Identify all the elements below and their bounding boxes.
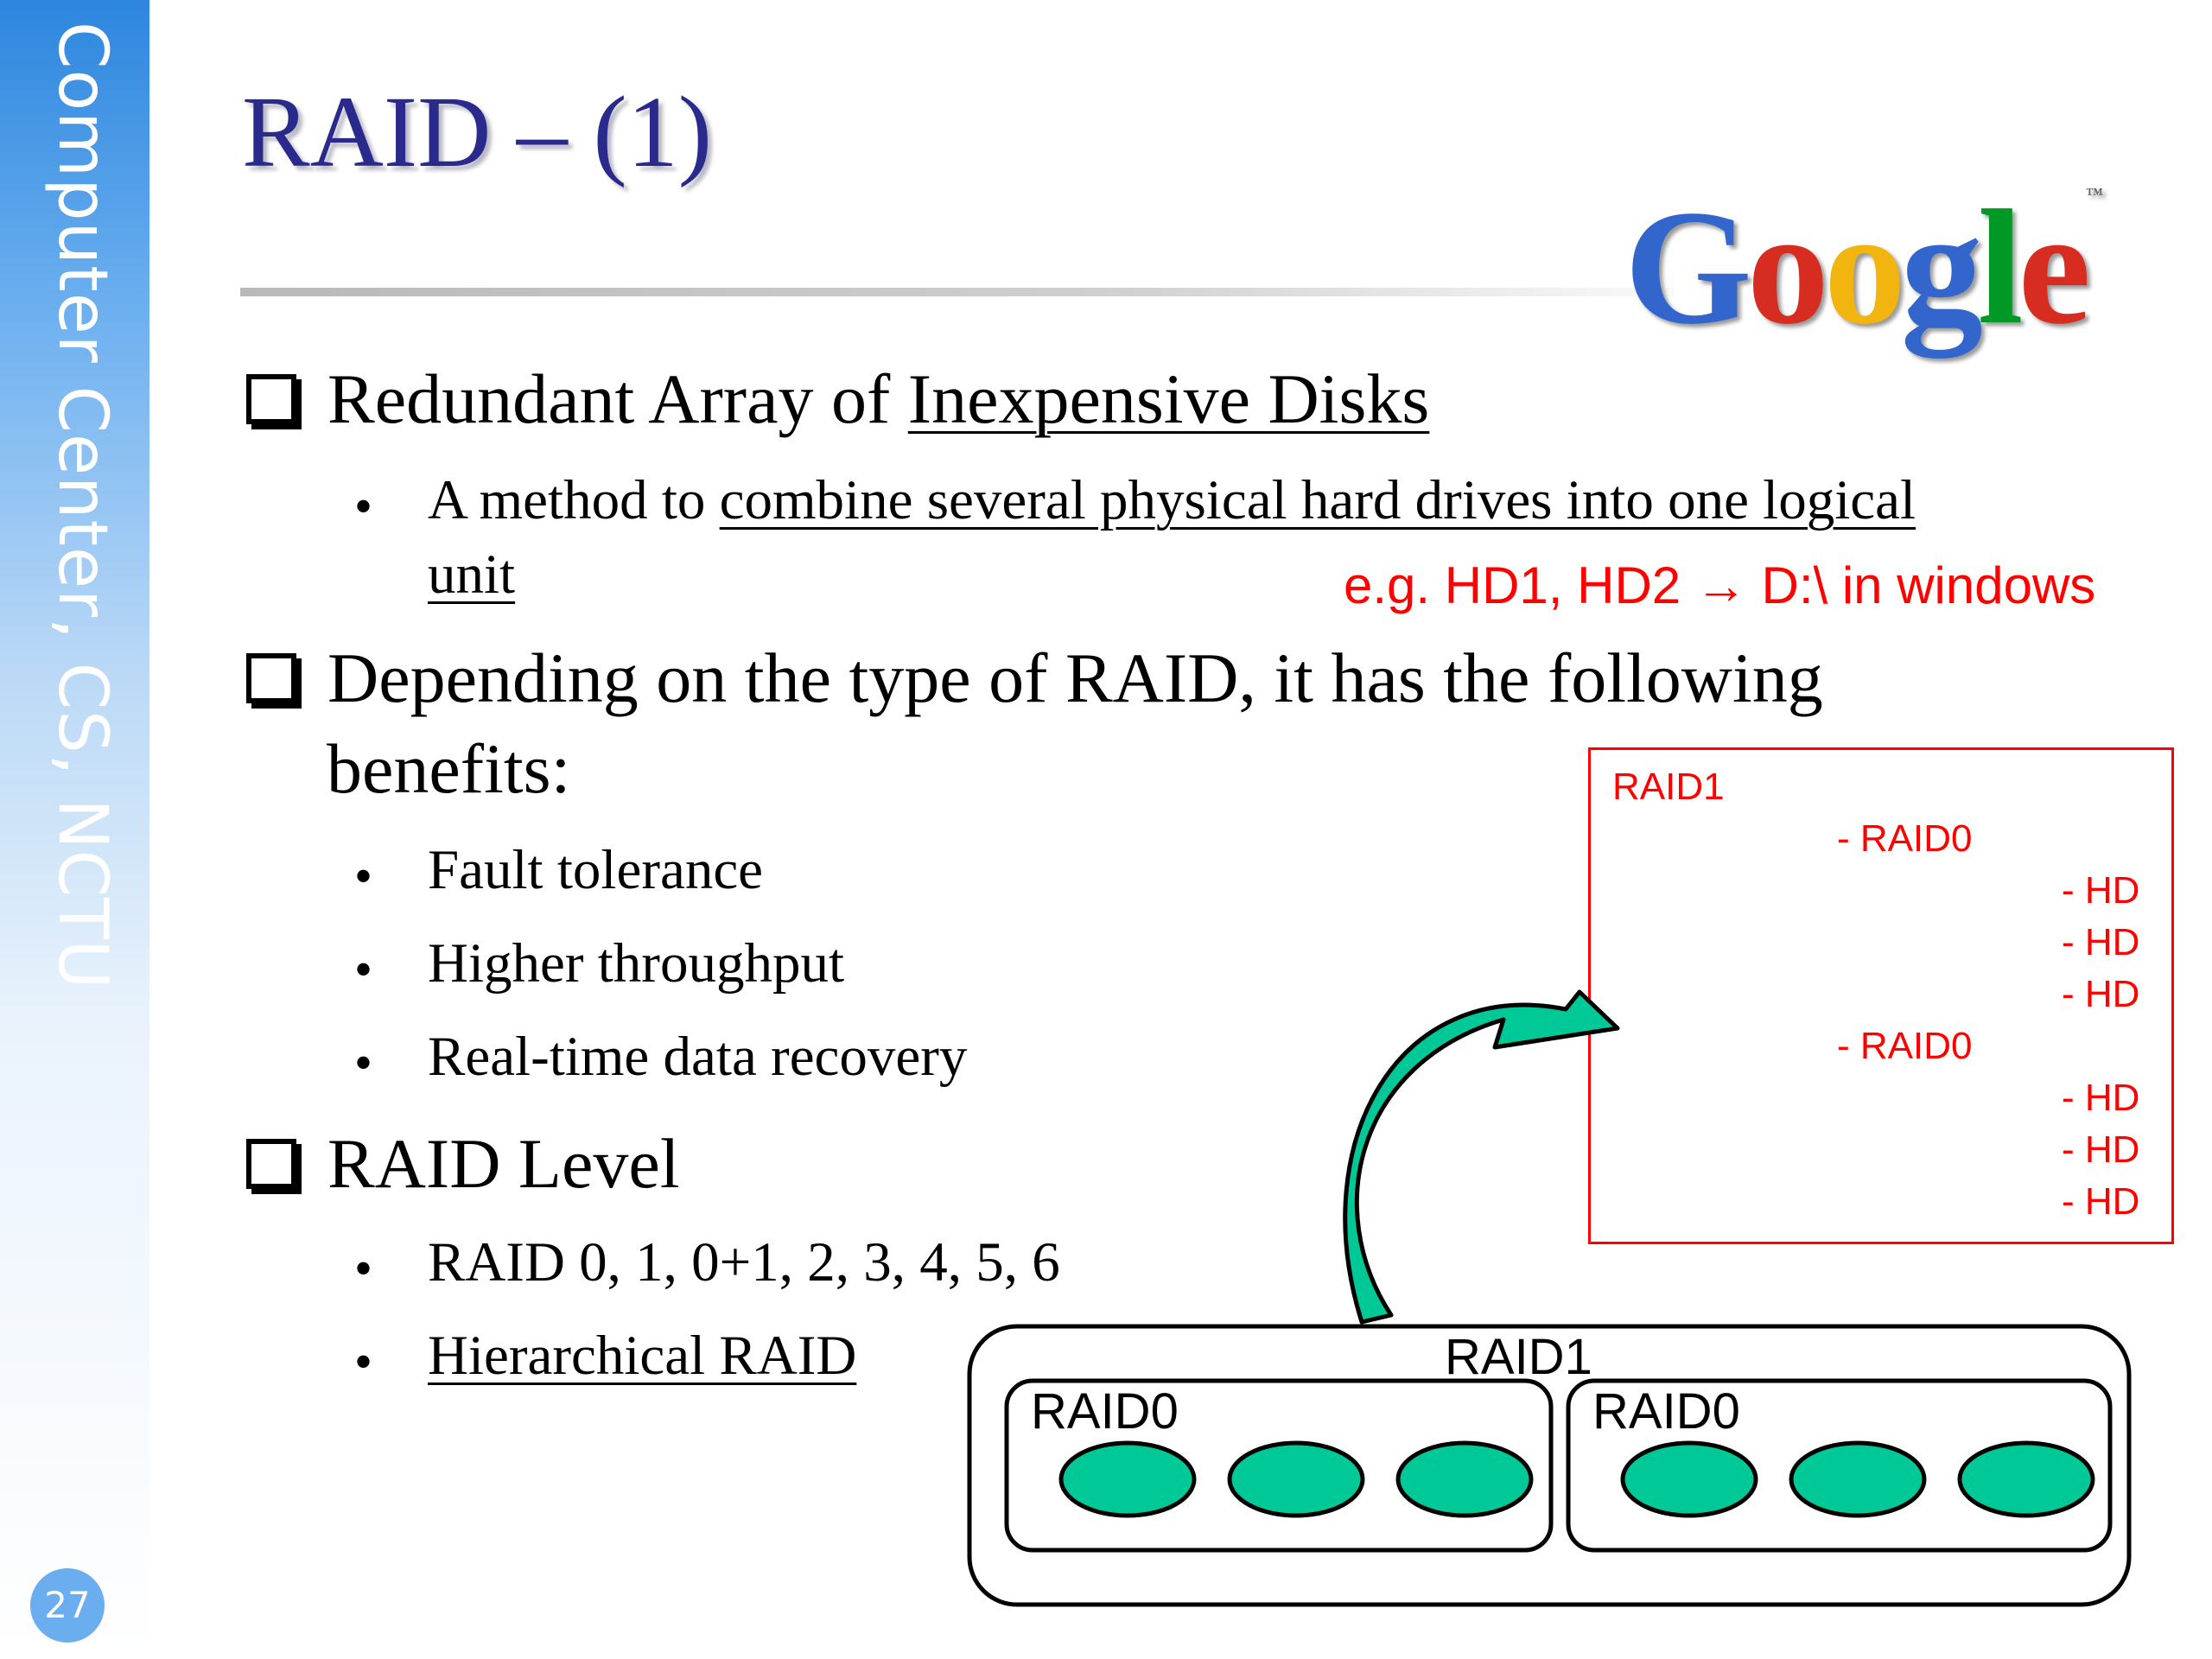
- bullet-raid-definition: Redundant Array of Inexpensive Disks: [246, 359, 1429, 440]
- logo-letter: l: [1977, 177, 2024, 359]
- raid-tree-box: RAID1 - RAID0 - HD - HD - HD - RAID0 - H…: [1588, 747, 2174, 1244]
- bullet-underlined-text: Inexpensive Disks: [907, 359, 1430, 438]
- dot-bullet-icon: •: [354, 1240, 373, 1297]
- dot-bullet-icon: •: [354, 478, 373, 535]
- logo-letter: o: [1823, 177, 1906, 359]
- title-divider: [240, 288, 1675, 296]
- tree-root-label: RAID1: [1612, 766, 1725, 808]
- tree-disk-label: - HD: [2062, 973, 2140, 1015]
- tree-disk-label: - HD: [2062, 869, 2140, 912]
- raid0-label: RAID0: [1592, 1383, 1740, 1440]
- bullet-benefits: Depending on the type of RAID, it has th…: [246, 638, 1823, 719]
- example-note: e.g. HD1, HD2 → D:\ in windows: [1344, 556, 2096, 614]
- tree-disk-label: - HD: [2062, 1180, 2140, 1223]
- dot-bullet-icon: •: [354, 941, 373, 998]
- sidebar: Computer Center, CS, NCTU 27: [0, 0, 149, 1659]
- sub-bullet-underlined: combine several physical hard drives int…: [719, 469, 1916, 531]
- logo-letter: G: [1624, 177, 1752, 359]
- logo-trademark: ™: [2085, 185, 2103, 204]
- tree-disk-label: - HD: [2062, 921, 2140, 963]
- bullet-text: Redundant Array of: [327, 359, 908, 438]
- dot-bullet-icon: •: [354, 848, 373, 905]
- disk-icon: [1395, 1440, 1534, 1518]
- logo-letter: g: [1900, 177, 1983, 359]
- sub-bullet-text: A method to: [428, 469, 720, 531]
- dot-bullet-icon: •: [354, 1333, 373, 1390]
- sub-bullet-underlined-cont: unit: [428, 543, 516, 606]
- benefit-item: Real-time data recovery: [428, 1026, 968, 1088]
- disk-icon: [1957, 1440, 2095, 1518]
- tree-child-label: - RAID0: [1837, 1025, 1973, 1067]
- tree-child-label: - RAID0: [1837, 817, 1973, 860]
- benefit-item: Higher throughput: [428, 932, 845, 995]
- curved-arrow: [1343, 989, 1620, 1325]
- logo-letter: e: [2018, 177, 2091, 359]
- google-logo: Google™: [1624, 186, 2103, 350]
- disk-icon: [1058, 1440, 1197, 1518]
- disk-icon: [1620, 1440, 1758, 1518]
- benefit-item: Fault tolerance: [428, 839, 764, 901]
- sidebar-label: Computer Center, CS, NCTU: [43, 22, 121, 990]
- bullet-raid-level: RAID Level: [246, 1123, 680, 1205]
- raid0-label: RAID0: [1031, 1383, 1179, 1440]
- checkbox-bullet-icon: [246, 374, 296, 424]
- checkbox-bullet-icon: [246, 1139, 296, 1189]
- disk-icon: [1789, 1440, 1927, 1518]
- hierarchical-raid-text: Hierarchical RAID: [428, 1325, 857, 1387]
- raid0-group-left: [1004, 1378, 1554, 1553]
- raid1-outer-container: [967, 1324, 2132, 1607]
- hierarchical-raid-item: Hierarchical RAID: [428, 1324, 856, 1389]
- raid1-label: RAID1: [1445, 1329, 1592, 1385]
- checkbox-bullet-icon: [246, 653, 296, 703]
- bullet-text: Depending on the type of RAID, it has th…: [327, 639, 1823, 717]
- logo-letter: o: [1746, 177, 1829, 359]
- raid0-group-right: [1566, 1378, 2113, 1553]
- page-number-badge: 27: [30, 1568, 105, 1643]
- sub-bullet-method-cont: unit: [428, 543, 515, 607]
- sub-bullet-method: A method to combine several physical har…: [428, 468, 1916, 533]
- bullet-benefits-cont: benefits:: [327, 729, 571, 808]
- disk-icon: [1227, 1440, 1365, 1518]
- tree-disk-label: - HD: [2062, 1077, 2140, 1119]
- dot-bullet-icon: •: [354, 1034, 373, 1091]
- tree-disk-label: - HD: [2062, 1128, 2140, 1171]
- slide-title: RAID – (1): [242, 75, 713, 188]
- bullet-text: RAID Level: [327, 1124, 680, 1203]
- raid-levels-list: RAID 0, 1, 0+1, 2, 3, 4, 5, 6: [428, 1231, 1060, 1294]
